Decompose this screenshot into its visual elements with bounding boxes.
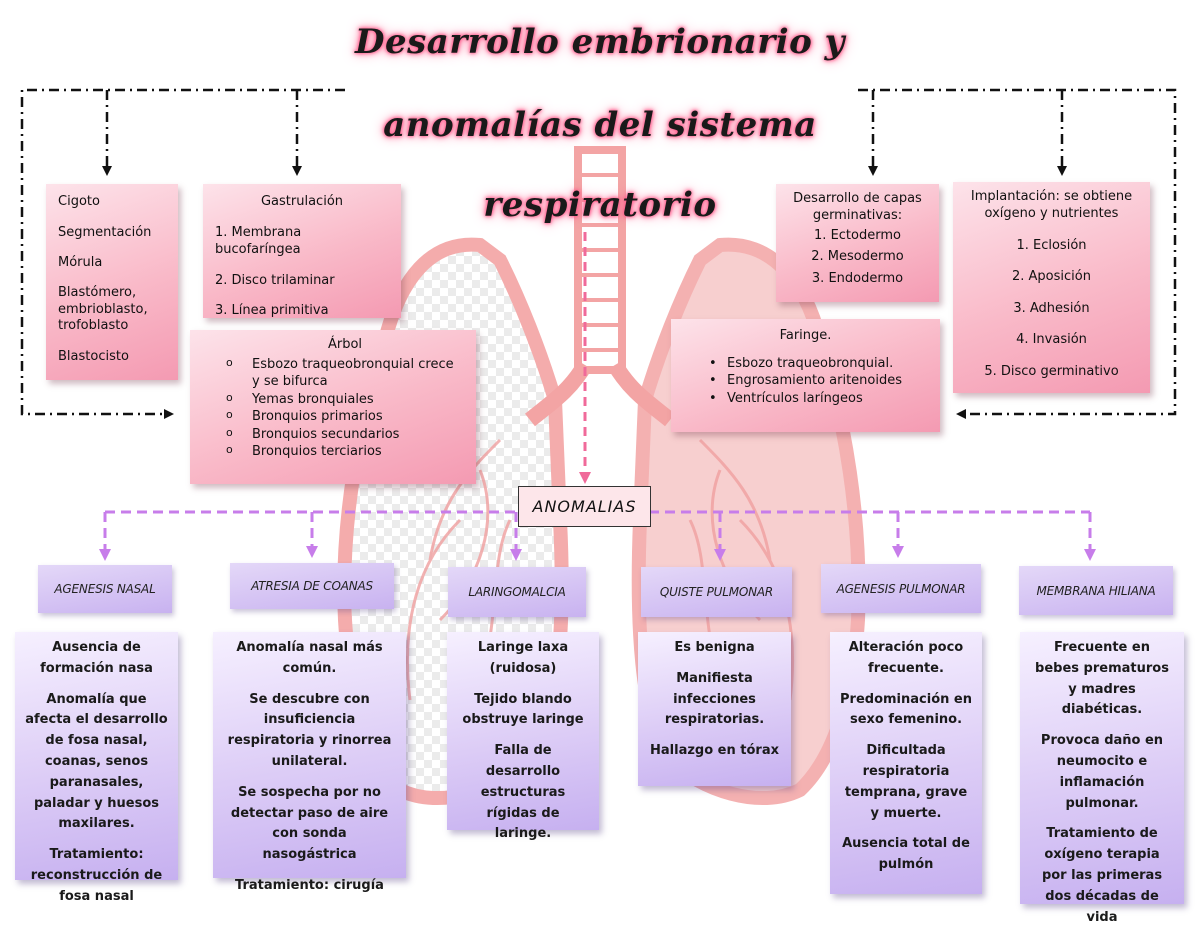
anomaly-text: Tratamiento: cirugía: [235, 877, 384, 893]
anomaly-text: Se descubre con insuficiencia respirator…: [227, 691, 392, 769]
cigoto-item: Segmentación: [58, 224, 152, 240]
implantacion-item: 2. Aposición: [1012, 269, 1091, 285]
anomaly-box-agenesis-pulmonar: Alteración poco frecuente. Predominación…: [830, 632, 982, 894]
anomaly-text: Manifiesta infecciones respiratorias.: [664, 670, 765, 728]
capas-item: 3. Endodermo: [811, 270, 904, 286]
anomaly-text: Predominación en sexo femenino.: [840, 691, 972, 728]
faringe-item: Ventrículos laríngeos: [701, 390, 928, 408]
anomaly-box-quiste-pulmonar: Es benigna Manifiesta infecciones respir…: [638, 632, 791, 786]
anomaly-label-membrana-hiliana: MEMBRANA HILIANA: [1019, 566, 1173, 615]
anomaly-text: Falla de desarrollo estructuras rígidas …: [480, 743, 566, 842]
anomaly-text: Ausencia de formación nasa: [40, 640, 153, 676]
gastrulacion-title: Gastrulación: [260, 194, 344, 209]
cigoto-item: Cigoto: [58, 194, 100, 209]
faringe-item: Esbozo traqueobronquial.: [701, 355, 928, 373]
cigoto-item: Mórula: [58, 255, 103, 271]
gastrulacion-box: Gastrulación 1. Membrana bucofaríngea 2.…: [203, 184, 401, 318]
implantacion-title: Implantación: se obtiene oxígeno y nutri…: [970, 189, 1133, 221]
faringe-list: Esbozo traqueobronquial. Engrosamiento a…: [701, 355, 928, 408]
gastrulacion-item: 3. Línea primitiva: [215, 303, 329, 319]
arbol-box: Árbol Esbozo traqueobronquial crece y se…: [190, 330, 476, 484]
title-line-1: Desarrollo embrionario y: [355, 22, 845, 62]
anomalias-label: ANOMALIAS: [518, 486, 651, 527]
anomaly-text: Hallazgo en tórax: [650, 743, 779, 759]
cigoto-item: Blastómero, embrioblasto, trofoblasto: [58, 284, 148, 334]
faringe-item: Engrosamiento aritenoides: [701, 372, 928, 390]
anomaly-text: Dificultada respiratoria temprana, grave…: [844, 743, 968, 821]
gastrulacion-item: 1. Membrana bucofaríngea: [215, 224, 302, 258]
anomaly-text: Frecuente en bebes prematuros y madres d…: [1035, 640, 1169, 718]
arbol-list: Esbozo traqueobronquial crece y se bifur…: [226, 356, 464, 461]
anomaly-label-agenesis-nasal: AGENESIS NASAL: [38, 565, 172, 613]
arbol-item: Bronquios secundarios: [226, 426, 464, 444]
gastrulacion-item: 2. Disco trilaminar: [215, 272, 335, 288]
implantacion-item: 5. Disco germinativo: [984, 363, 1119, 379]
cigoto-box: Cigoto Segmentación Mórula Blastómero, e…: [46, 184, 178, 380]
capas-item: 1. Ectodermo: [814, 227, 901, 243]
capas-box: Desarrollo de capas germinativas: 1. Ect…: [776, 184, 939, 302]
anomaly-box-laringomalcia: Laringe laxa (ruidosa) Tejido blando obs…: [447, 632, 599, 841]
anomaly-text: Tratamiento: reconstrucción de fosa nasa…: [30, 847, 163, 904]
implantacion-item: 1. Eclosión: [1016, 237, 1087, 253]
anomaly-label-atresia-coanas: ATRESIA DE COANAS: [230, 563, 394, 609]
implantacion-item: 4. Invasión: [1016, 332, 1087, 348]
arbol-item: Bronquios primarios: [226, 408, 464, 426]
capas-item: 2. Mesodermo: [811, 249, 904, 265]
anomaly-text: Es benigna: [674, 640, 755, 655]
anomaly-text: Provoca daño en neumocito e inflamación …: [1040, 733, 1164, 811]
title-line-2: anomalías del sistema: [383, 105, 817, 145]
arbol-item: Esbozo traqueobronquial crece y se bifur…: [226, 356, 464, 391]
anomaly-text: Tejido blando obstruye laringe: [462, 691, 584, 728]
title-line-3: respiratorio: [483, 185, 717, 225]
anomaly-label-laringomalcia: LARINGOMALCIA: [448, 567, 586, 617]
anomaly-text: Anomalía nasal más común.: [236, 640, 383, 676]
cigoto-item: Blastocisto: [58, 349, 129, 365]
capas-title: Desarrollo de capas germinativas:: [793, 191, 922, 223]
arbol-title: Árbol: [327, 337, 363, 352]
anomaly-label-agenesis-pulmonar: AGENESIS PULMONAR: [821, 564, 981, 613]
arbol-item: Bronquios terciarios: [226, 443, 464, 461]
implantacion-box: Implantación: se obtiene oxígeno y nutri…: [953, 182, 1150, 393]
trachea: [574, 146, 626, 374]
faringe-title: Faringe.: [779, 328, 832, 343]
anomaly-text: Alteración poco frecuente.: [848, 640, 964, 676]
anomaly-box-membrana-hiliana: Frecuente en bebes prematuros y madres d…: [1020, 632, 1184, 925]
anomaly-text: Se sospecha por no detectar paso de aire…: [230, 784, 389, 863]
faringe-box: Faringe. Esbozo traqueobronquial. Engros…: [671, 319, 940, 432]
anomaly-text: Laringe laxa (ruidosa): [477, 640, 569, 676]
anomaly-text: Ausencia total de pulmón: [842, 836, 970, 873]
anomaly-box-agenesis-nasal: Ausencia de formación nasa Anomalía que …: [15, 632, 178, 904]
implantacion-item: 3. Adhesión: [1013, 300, 1090, 316]
anomaly-text: Tratamiento de oxígeno terapia por las p…: [1041, 826, 1163, 925]
anomaly-label-quiste-pulmonar: QUISTE PULMONAR: [641, 567, 792, 617]
anomaly-box-atresia-coanas: Anomalía nasal más común. Se descubre co…: [213, 632, 406, 893]
arbol-item: Yemas bronquiales: [226, 391, 464, 409]
anomaly-text: Anomalía que afecta el desarrollo de fos…: [25, 691, 168, 832]
